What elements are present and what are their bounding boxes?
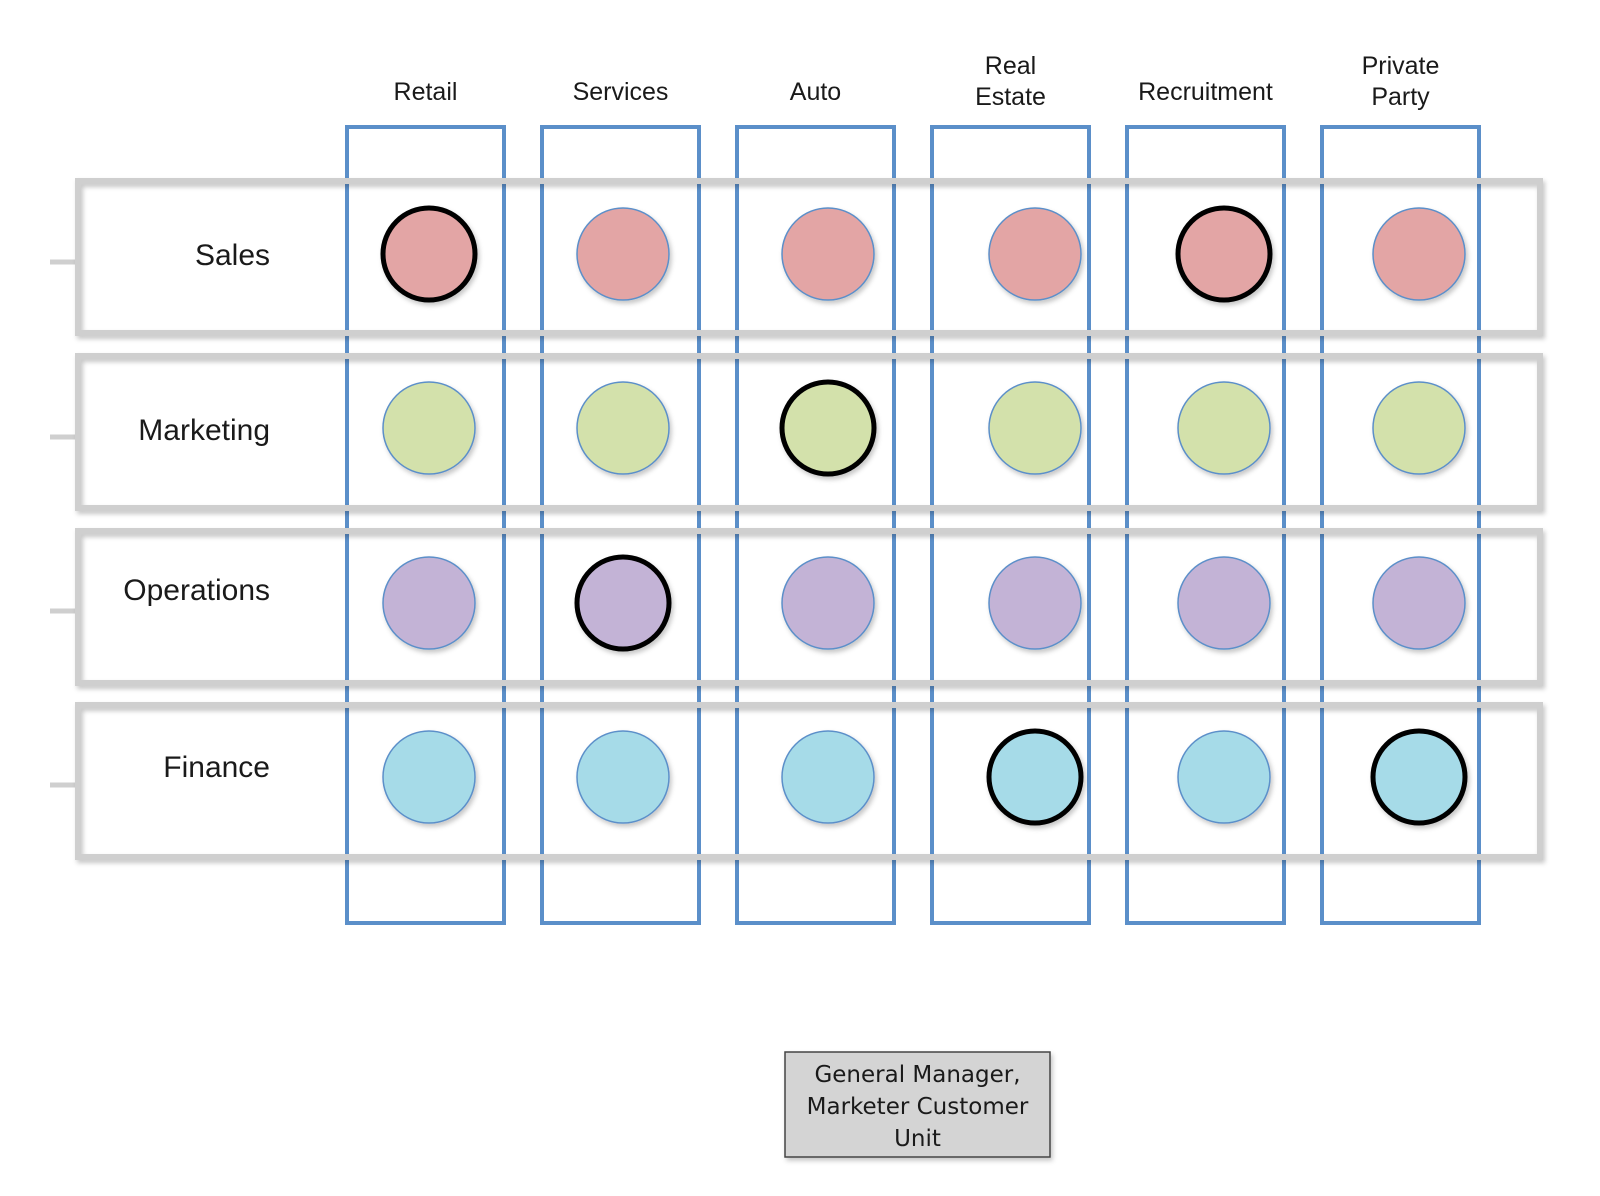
cell-finance-auto <box>781 730 875 824</box>
cell-operations-auto <box>781 556 875 650</box>
row-label-sales: Sales <box>195 239 270 272</box>
cell-finance-services <box>576 730 670 824</box>
cell-finance-retail <box>382 730 476 824</box>
cell-sales-real-estate <box>988 207 1082 301</box>
cell-marketing-real-estate <box>988 381 1082 475</box>
cell-sales-retail-highlighted <box>380 205 478 303</box>
cell-finance-recruitment <box>1177 730 1271 824</box>
cell-marketing-retail <box>382 381 476 475</box>
column-label-retail: Retail <box>394 78 458 106</box>
column-label-auto: Auto <box>790 78 841 106</box>
cell-operations-recruitment <box>1177 556 1271 650</box>
cell-marketing-recruitment <box>1177 381 1271 475</box>
cell-operations-private-party <box>1372 556 1466 650</box>
cell-sales-services <box>576 207 670 301</box>
cell-sales-private-party <box>1372 207 1466 301</box>
row-box-operations <box>75 528 1543 686</box>
general-manager-label: General Manager, <box>814 1062 1020 1088</box>
cell-marketing-auto-highlighted <box>779 379 877 477</box>
column-label-real-estate: Estate <box>975 83 1046 111</box>
cell-operations-services-highlighted <box>574 554 672 652</box>
cell-marketing-services <box>576 381 670 475</box>
column-label-services: Services <box>573 78 669 106</box>
org-connector-lines <box>47 259 785 1109</box>
cell-sales-recruitment-highlighted <box>1175 205 1273 303</box>
column-box-real-estate <box>930 125 1091 925</box>
column-box-services <box>540 125 701 925</box>
column-box-auto <box>735 125 896 925</box>
column-box-retail <box>345 125 506 925</box>
row-box-marketing <box>75 353 1543 511</box>
cell-operations-retail <box>382 556 476 650</box>
column-label-private-party: Private <box>1362 52 1440 80</box>
row-box-sales <box>75 178 1543 336</box>
general-manager-box-rect <box>784 1051 1051 1158</box>
cell-marketing-private-party <box>1372 381 1466 475</box>
row-label-operations: Operations <box>123 574 270 607</box>
cell-operations-real-estate <box>988 556 1082 650</box>
column-label-recruitment: Recruitment <box>1138 78 1273 106</box>
row-box-finance <box>75 702 1543 860</box>
row-label-marketing: Marketing <box>138 414 270 447</box>
column-box-recruitment <box>1125 125 1286 925</box>
general-manager-label: Unit <box>894 1126 941 1152</box>
general-manager-label: Marketer Customer <box>807 1094 1029 1120</box>
cell-finance-real-estate-highlighted <box>986 728 1084 826</box>
matrix-cells <box>380 205 1468 826</box>
cell-sales-auto <box>781 207 875 301</box>
cell-finance-private-party-highlighted <box>1370 728 1468 826</box>
column-label-real-estate: Real <box>985 52 1036 80</box>
column-box-private-party <box>1320 125 1481 925</box>
row-label-finance: Finance <box>163 751 270 784</box>
column-label-private-party: Party <box>1371 83 1430 111</box>
